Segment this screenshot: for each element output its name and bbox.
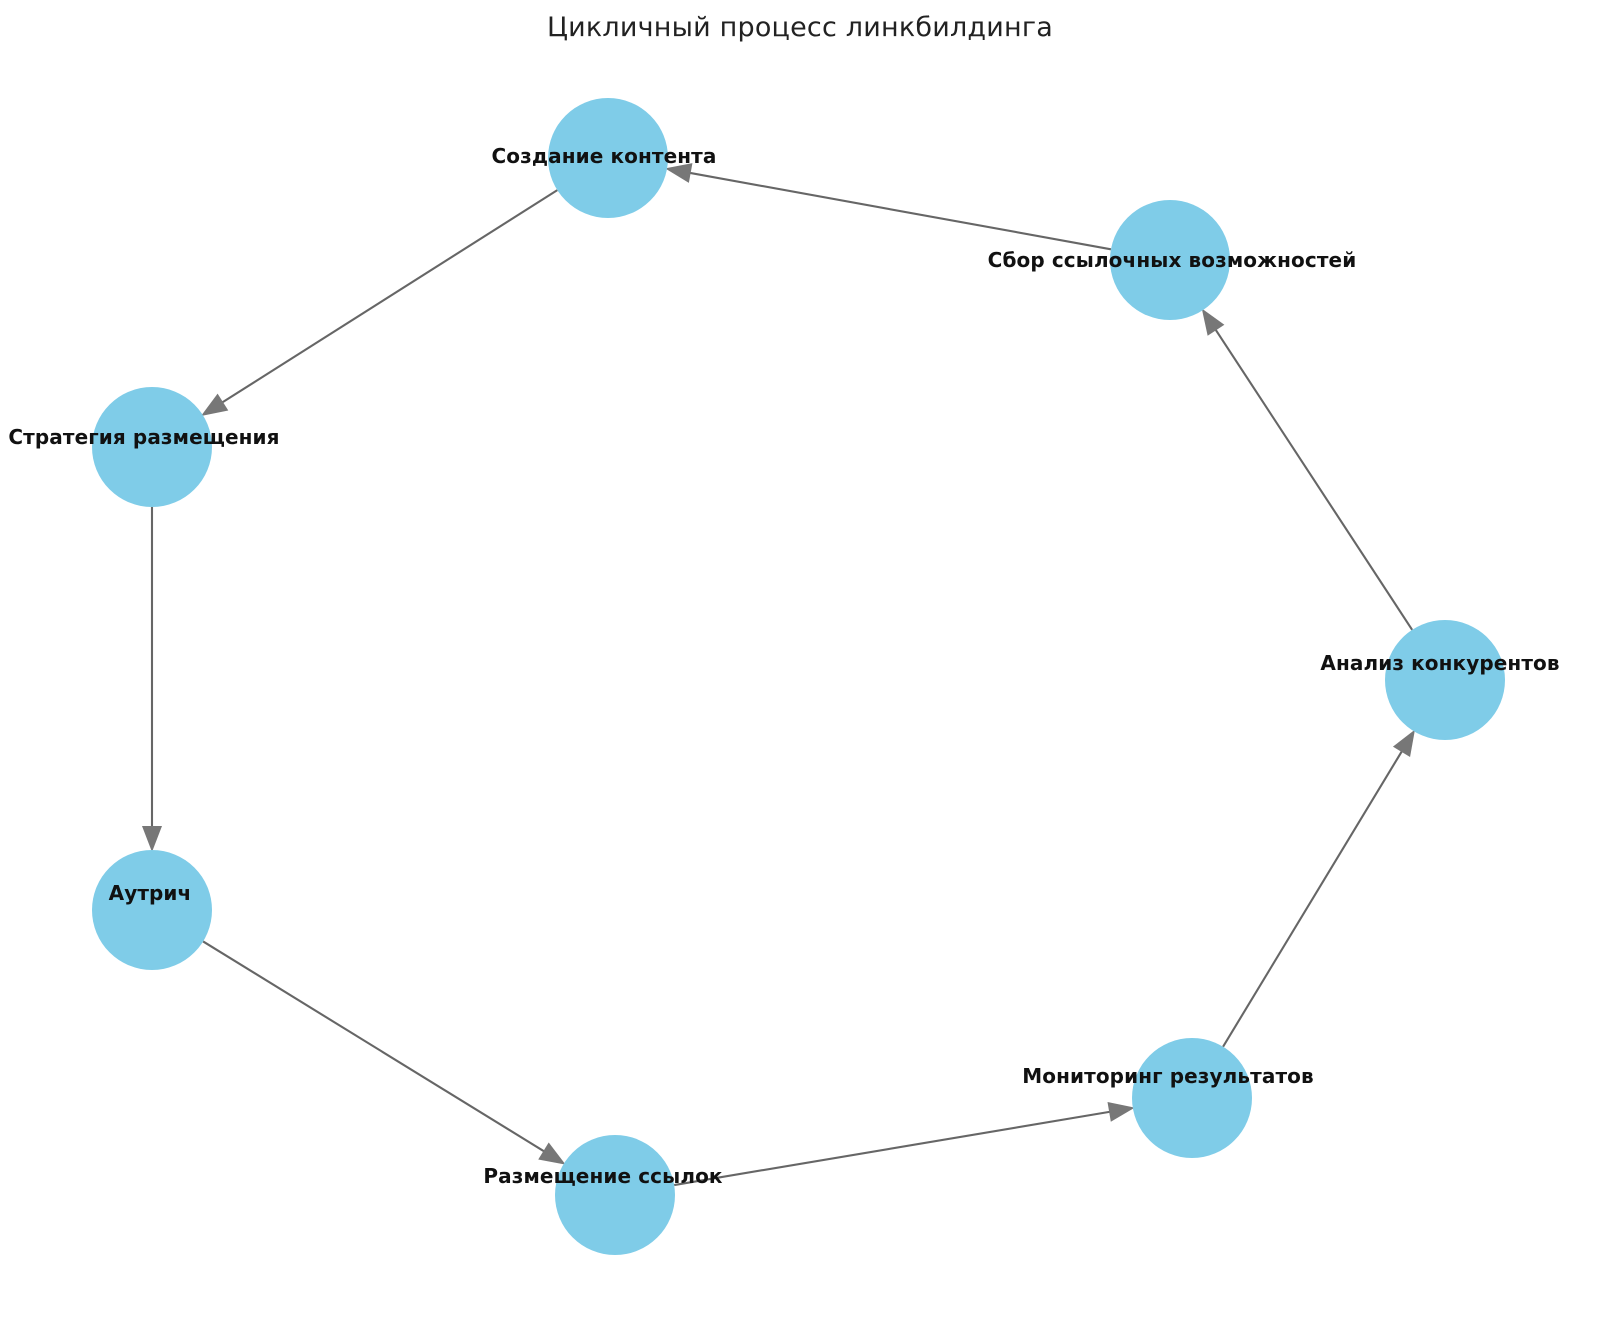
arrowhead-outreach-to-placement [538, 1142, 566, 1165]
arrowhead-opportunity-to-content [665, 163, 693, 183]
node-content[interactable] [548, 98, 668, 218]
arrowhead-monitoring-to-competitors [1392, 729, 1415, 758]
page-title: Цикличный процесс линкбилдинга [546, 12, 1054, 43]
node-strategy[interactable] [92, 387, 212, 507]
arrowhead-competitors-to-opportunity [1201, 308, 1225, 336]
arrowhead-strategy-to-outreach [142, 826, 162, 852]
edge-competitors-to-opportunity [1212, 326, 1414, 631]
nodes-layer [92, 98, 1505, 1255]
edge-outreach-to-placement [202, 940, 548, 1154]
edge-content-to-strategy [219, 189, 558, 406]
node-outreach[interactable] [92, 850, 212, 970]
arrowhead-placement-to-monitoring [1107, 1102, 1135, 1122]
edge-monitoring-to-competitors [1222, 747, 1405, 1048]
node-placement[interactable] [555, 1135, 675, 1255]
edges-layer [142, 163, 1415, 1187]
node-opportunity[interactable] [1110, 200, 1230, 320]
arrowhead-content-to-strategy [200, 393, 229, 416]
edge-opportunity-to-content [686, 171, 1112, 251]
node-monitoring[interactable] [1132, 1038, 1252, 1158]
edge-placement-to-monitoring [673, 1110, 1114, 1187]
node-competitors[interactable] [1385, 620, 1505, 740]
